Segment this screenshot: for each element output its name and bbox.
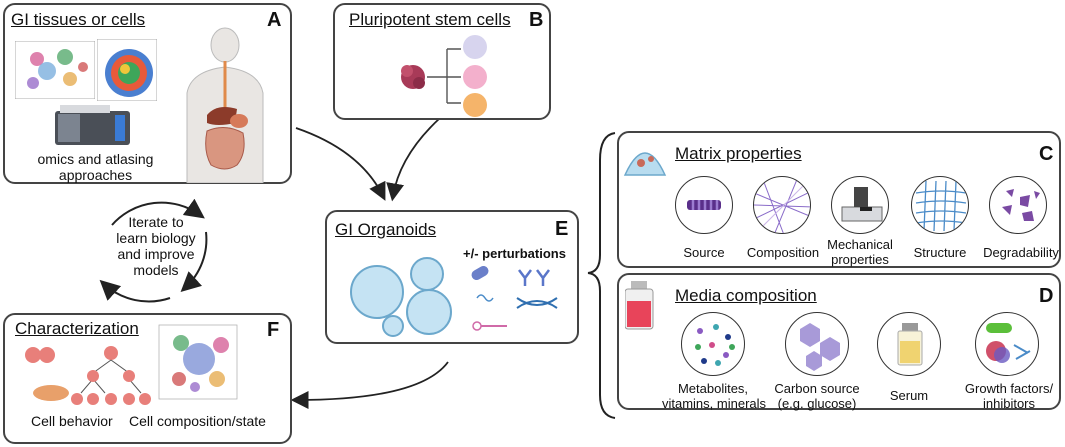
source-circle (675, 176, 733, 234)
media-label-metabolites-2: vitamins, minerals (661, 396, 767, 411)
panel-a-caption-line1: omics and atlasing (37, 151, 154, 167)
panel-media-composition: Media composition D Metabolites, vitamin… (617, 273, 1061, 411)
rheometer-icon (841, 187, 883, 222)
cycle-text-line3: and improve (117, 246, 195, 262)
cell-lineage-icon (25, 346, 151, 405)
matrix-label-properties: properties (831, 252, 889, 267)
growth-factors-circle (975, 312, 1039, 376)
matrix-label-mechanical: Mechanical (827, 237, 893, 252)
mechanical-circle (831, 176, 889, 234)
panel-b-letter: B (529, 9, 544, 31)
cell-behavior-label: Cell behavior (31, 413, 113, 429)
carbon-source-circle (785, 312, 849, 376)
metabolite-dots-icon (695, 324, 735, 366)
matrix-label-source: Source (683, 245, 725, 260)
cycle-text-line4: models (133, 262, 179, 278)
media-label-metabolites-1: Metabolites, (677, 381, 749, 396)
fiber-icon (687, 200, 721, 210)
panel-c-title: Matrix properties (675, 144, 802, 163)
panel-c-letter: C (1039, 143, 1054, 165)
metabolites-circle (681, 312, 745, 376)
panel-a-caption-line2: approaches (58, 167, 133, 183)
media-label-serum: Serum (889, 388, 929, 403)
brace-matrix-media (587, 132, 616, 419)
human-body-icon (186, 27, 264, 183)
grid-mesh-icon (915, 180, 967, 232)
serum-vial-icon (897, 323, 923, 366)
matrix-dome-icon (623, 152, 667, 176)
organoids-icon (350, 257, 452, 337)
cycle-text-line2: learn biology (116, 230, 196, 246)
panel-f-title: Characterization (15, 319, 139, 338)
arrow-a-to-e (295, 127, 386, 201)
matrix-label-composition: Composition (746, 245, 820, 260)
spatial-map-icon (97, 39, 157, 101)
media-bottle-icon (625, 281, 654, 330)
media-label-growth-2: inhibitors (982, 396, 1036, 411)
fragments-icon (1002, 189, 1040, 221)
panel-e-title: GI Organoids (335, 220, 437, 239)
panel-e-letter: E (555, 218, 569, 240)
panel-characterization: Characterization F Cell behavior Cell co… (3, 313, 292, 444)
panel-a-title: GI tissues or cells (11, 10, 146, 29)
media-label-growth-1: Growth factors/ (964, 381, 1054, 396)
panel-matrix-properties: Matrix properties C Source Composition M… (617, 131, 1061, 268)
sequencer-icon (55, 105, 130, 145)
panel-gi-tissues: GI tissues or cells A omics and atlasing… (3, 3, 292, 184)
cycle-text-line1: Iterate to (128, 214, 184, 230)
degradability-circle (989, 176, 1047, 234)
panel-gi-organoids: GI Organoids E +/- perturbations (325, 210, 579, 344)
cell-composition-label: Cell composition/state (129, 413, 266, 429)
composition-circle (753, 176, 811, 234)
arrow-e-to-f (290, 361, 449, 409)
panel-d-letter: D (1039, 285, 1054, 307)
panel-pluripotent: Pluripotent stem cells B (333, 3, 551, 120)
tsne-plot-icon (15, 41, 95, 99)
matrix-label-structure: Structure (913, 245, 967, 260)
perturbation-molecules-icon (471, 266, 558, 331)
serum-circle (877, 312, 941, 376)
cycle-arrow-bottom (99, 279, 171, 303)
perturbations-label: +/- perturbations (463, 246, 566, 261)
stem-cell-differentiation-icon (401, 35, 487, 117)
media-label-carbon-2: (e.g. glucose) (777, 396, 857, 411)
panel-d-title: Media composition (675, 286, 817, 305)
media-label-carbon-1: Carbon source (774, 381, 860, 396)
growth-factor-icon (986, 323, 1031, 363)
fiber-network-icon (754, 177, 810, 233)
cell-state-scatter-icon (158, 324, 238, 400)
matrix-label-degradability: Degradability (983, 245, 1059, 260)
panel-f-letter: F (267, 319, 280, 341)
glucose-hexagons-icon (800, 323, 840, 371)
arrow-b-to-e (386, 117, 441, 202)
structure-circle (911, 176, 969, 234)
panel-b-title: Pluripotent stem cells (349, 10, 511, 29)
panel-a-letter: A (267, 9, 282, 31)
